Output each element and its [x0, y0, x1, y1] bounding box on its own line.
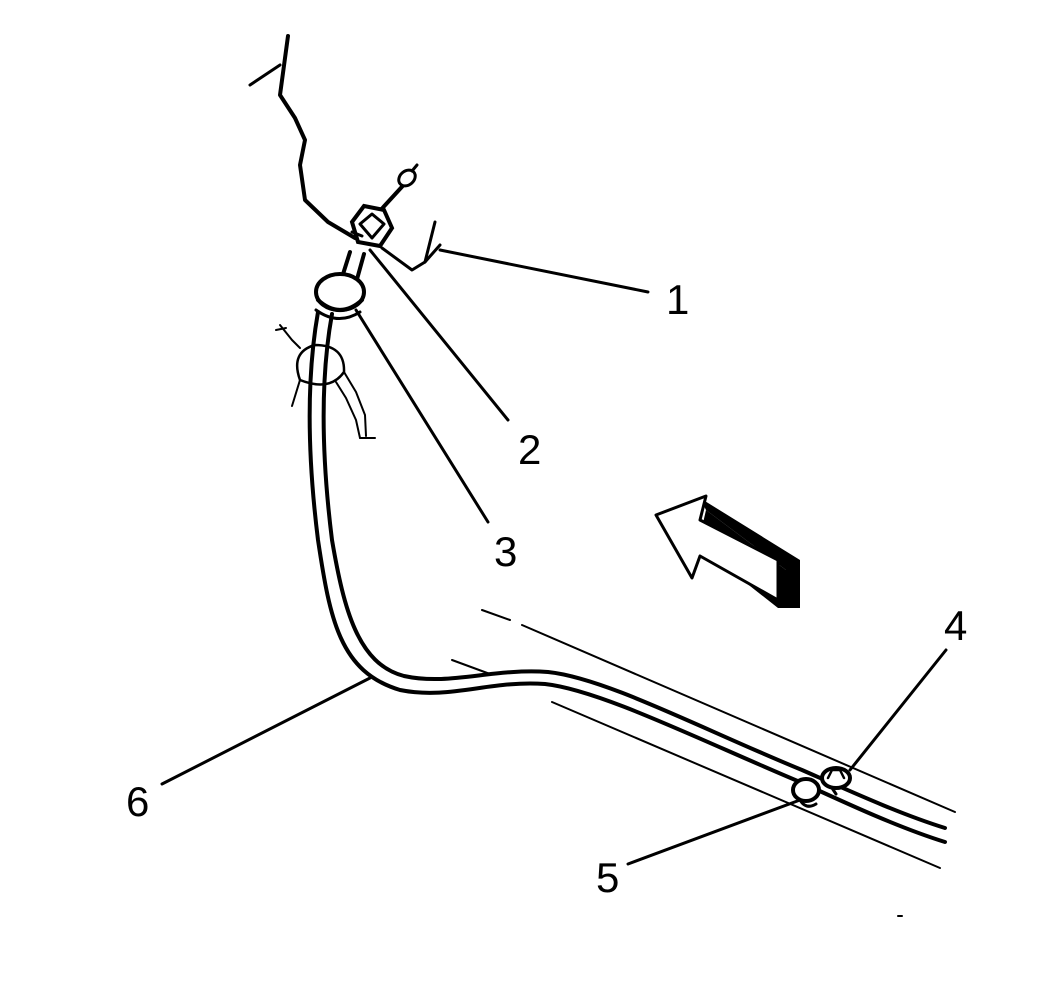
callout-2: 2: [518, 426, 541, 473]
callout-1: 1: [666, 276, 689, 323]
callout-4: 4: [944, 602, 967, 649]
callout-5: 5: [596, 854, 619, 901]
cable-retainer-clip: [349, 203, 395, 249]
frame-rail-lines: [451, 609, 956, 869]
cable-rail-clip: [820, 766, 852, 796]
front-direction-arrow-icon: [654, 494, 800, 608]
callout-3: 3: [494, 528, 517, 575]
cable-clip: [791, 777, 821, 808]
callout-leaders: [160, 248, 948, 866]
body-panel-outline: [248, 34, 442, 272]
callout-6: 6: [126, 778, 149, 825]
